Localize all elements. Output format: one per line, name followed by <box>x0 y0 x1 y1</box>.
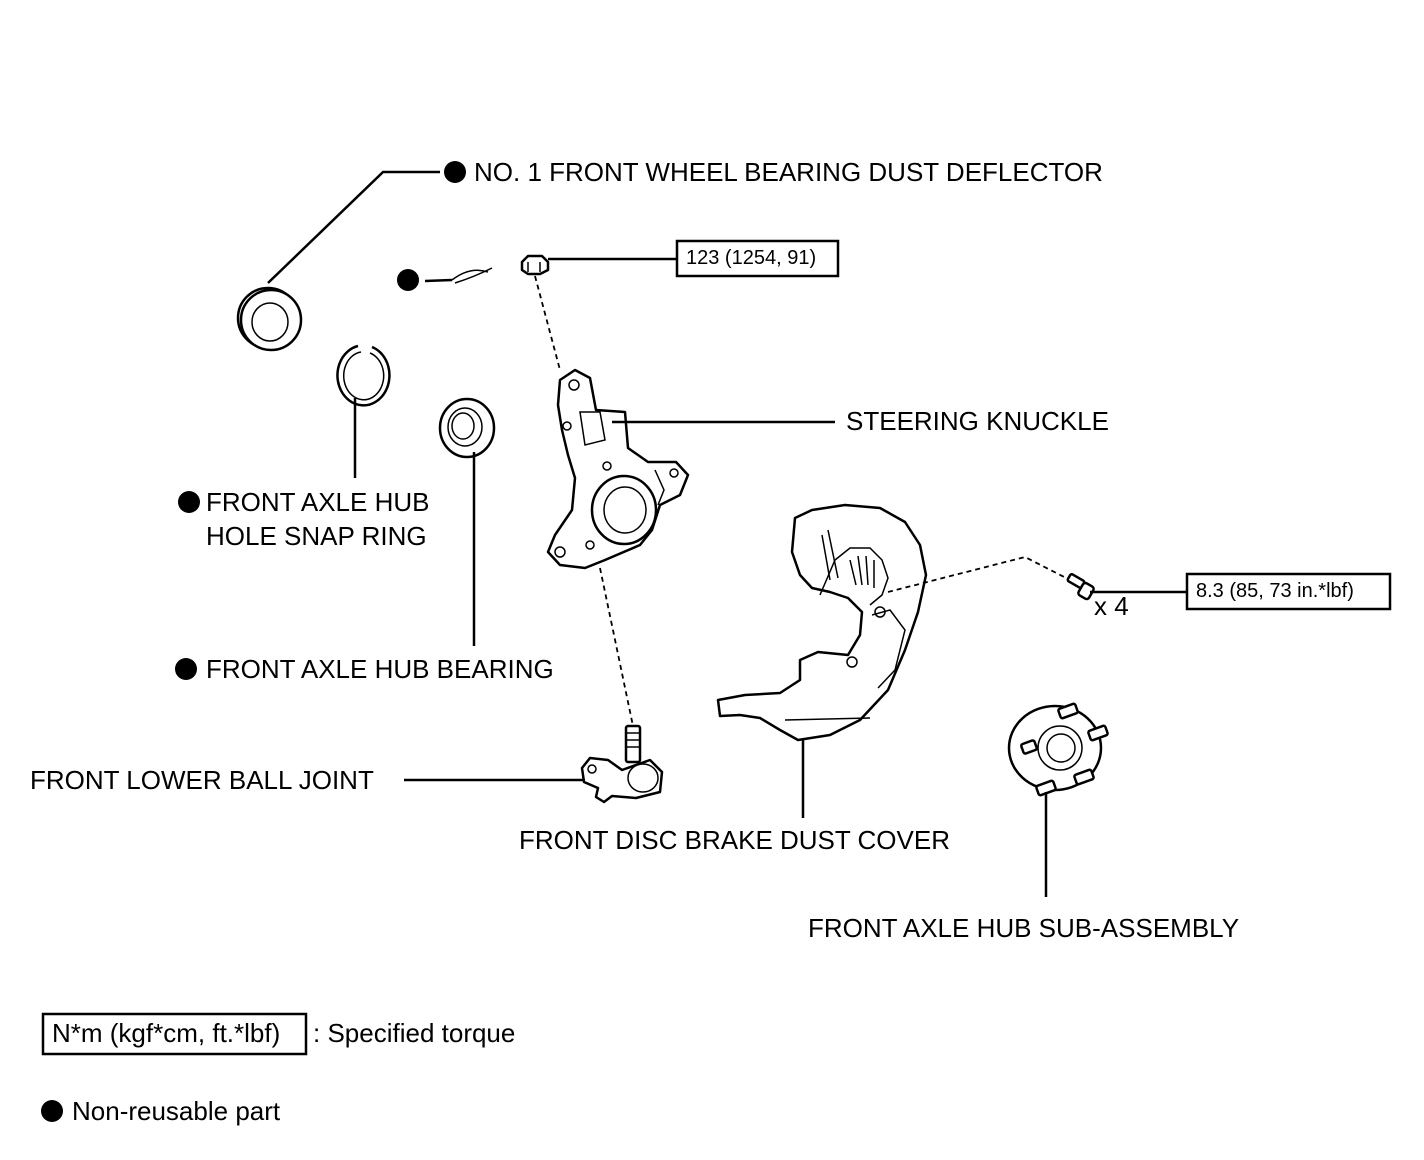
lower-ball-joint-part <box>580 724 664 804</box>
axle-hub-part <box>1007 702 1109 797</box>
knuckle-to-balljoint-dashed <box>599 567 634 727</box>
bolt-quantity: x 4 <box>1094 591 1129 621</box>
dust-deflector-leader <box>267 170 440 284</box>
bolt-torque-value: 8.3 (85, 73 in.*lbf) <box>1196 580 1354 602</box>
legend-torque-unit: N*m (kgf*cm, ft.*lbf) <box>52 1018 280 1048</box>
bolt-torque-box <box>1185 572 1392 611</box>
legend-nonreusable-label: Non-reusable part <box>72 1096 281 1126</box>
snap-ring-part <box>336 344 391 407</box>
bolt-to-cover-dashed <box>887 556 1071 593</box>
legend-nonreusable-dot <box>41 1100 63 1122</box>
hub-bearing-nonreusable-dot <box>175 658 197 680</box>
nut-torque-box <box>675 239 840 278</box>
legend-torque-description: : Specified torque <box>313 1018 515 1048</box>
dust-deflector-nonreusable-dot <box>444 161 466 183</box>
dust-cover-label: FRONT DISC BRAKE DUST COVER <box>519 825 950 855</box>
hub-bearing-part <box>438 397 496 459</box>
legend-torque-box <box>41 1012 308 1056</box>
lower-ball-joint-label: FRONT LOWER BALL JOINT <box>30 765 374 795</box>
dust-cover-part <box>716 503 928 742</box>
dust-deflector-label: NO. 1 FRONT WHEEL BEARING DUST DEFLECTOR <box>474 157 1103 187</box>
castle-nut-part <box>520 254 550 276</box>
dust-cover-bolt-part <box>1066 573 1095 601</box>
cotter-pin-nonreusable-dot <box>397 269 419 291</box>
nut-torque-value: 123 (1254, 91) <box>686 247 816 269</box>
dust-deflector-part <box>236 286 303 352</box>
snap-ring-label-line1: FRONT AXLE HUB <box>206 487 429 517</box>
steering-knuckle-label: STEERING KNUCKLE <box>846 406 1109 436</box>
legend: N*m (kgf*cm, ft.*lbf) : Specified torque… <box>41 1012 515 1126</box>
steering-knuckle-part <box>546 368 690 570</box>
nut-to-knuckle-dashed <box>534 275 561 371</box>
axle-hub-label: FRONT AXLE HUB SUB-ASSEMBLY <box>808 913 1239 943</box>
snap-ring-label-line2: HOLE SNAP RING <box>206 521 427 551</box>
cotter-pin-part <box>424 267 493 284</box>
hub-bearing-label: FRONT AXLE HUB BEARING <box>206 654 554 684</box>
snap-ring-nonreusable-dot <box>178 491 200 513</box>
